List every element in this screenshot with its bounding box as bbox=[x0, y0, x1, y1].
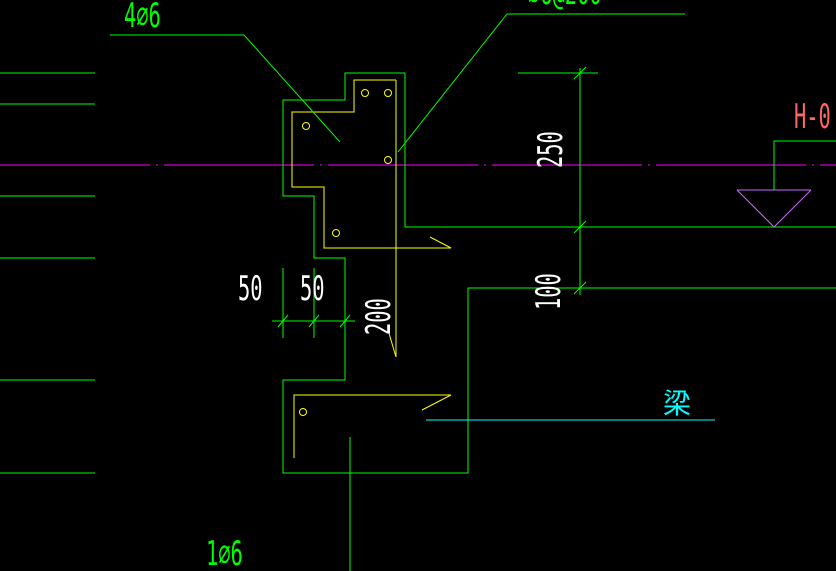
elevation-label: H-0 bbox=[794, 96, 831, 136]
top-rebar-label: 4⌀6 bbox=[124, 0, 161, 35]
leader-lines bbox=[110, 13, 685, 571]
beam-label: 梁 bbox=[663, 387, 691, 420]
vertical-dimension bbox=[518, 66, 598, 295]
section-outline bbox=[282, 72, 836, 474]
rebar-lower bbox=[293, 394, 452, 458]
horizontal-dimension bbox=[272, 268, 355, 338]
dim-100: 100 bbox=[528, 273, 568, 310]
dim-50-right: 50 bbox=[300, 268, 325, 308]
stirrup-label: ⌀6@200 bbox=[528, 0, 602, 12]
dim-200: 200 bbox=[358, 298, 398, 335]
rebar-upper bbox=[291, 79, 452, 358]
dim-50-left: 50 bbox=[238, 268, 263, 308]
elevation-symbol bbox=[736, 140, 836, 228]
bottom-rebar-label: 1⌀6 bbox=[206, 533, 243, 571]
left-wall-lines bbox=[0, 72, 95, 474]
dim-250: 250 bbox=[530, 131, 570, 168]
